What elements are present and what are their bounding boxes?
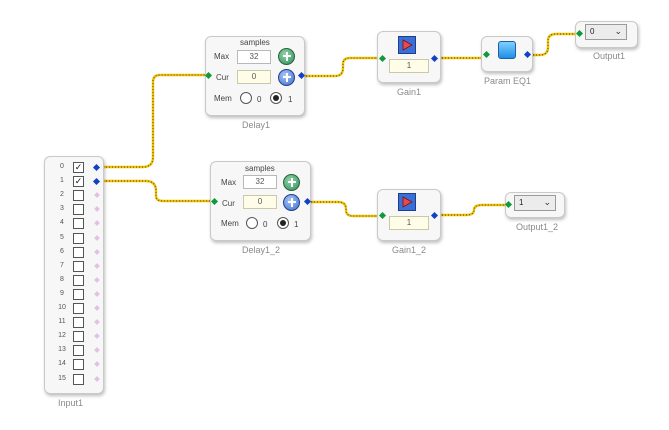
input1-channel-label: 14 xyxy=(58,360,66,368)
input1-channel-checkbox[interactable] xyxy=(73,246,84,258)
delay1_2-header: samples xyxy=(245,164,275,173)
delay1_2-mem-radio-1[interactable] xyxy=(277,217,289,229)
wire-input1-delay1_2 xyxy=(100,179,213,203)
gain1_2-value[interactable]: 1 xyxy=(389,216,429,230)
delay1_2-cur-knob-icon[interactable] xyxy=(283,194,300,211)
delay1-header: samples xyxy=(240,38,270,47)
delay1_2-mem-opt0: 0 xyxy=(263,220,268,229)
wire-input0-delay1 xyxy=(100,73,208,169)
delay1_2-max-knob-icon[interactable] xyxy=(283,174,300,191)
delay1_2-mem-radio-0[interactable] xyxy=(246,217,258,229)
delay1-cur-value[interactable]: 0 xyxy=(237,70,271,84)
input1-channel-label: 11 xyxy=(58,318,66,326)
output1_2-caption: Output1_2 xyxy=(516,222,559,232)
wire-delay1_2-gain1_2 xyxy=(308,200,382,218)
delay1-mem-label: Mem xyxy=(214,94,232,103)
input1-channel-label: 7 xyxy=(60,261,64,269)
equalizer-icon[interactable] xyxy=(498,41,516,59)
input1-channel-label: 6 xyxy=(60,247,64,255)
delay1_2-cur-value[interactable]: 0 xyxy=(243,195,277,209)
input1-channel-label: 8 xyxy=(60,275,64,283)
input1-channel-checkbox[interactable] xyxy=(73,359,84,371)
input1-channel-checkbox[interactable]: ✓ xyxy=(73,176,84,188)
input1-channel-label: 2 xyxy=(60,191,64,199)
gain1_2-caption: Gain1_2 xyxy=(392,245,427,255)
delay1_2-max-label: Max xyxy=(221,178,237,187)
delay1_2-cur-label: Cur xyxy=(222,199,235,208)
output1-value: 0 xyxy=(590,27,595,36)
delay1-mem-opt1: 1 xyxy=(288,95,293,104)
input1-channel-checkbox[interactable] xyxy=(73,317,84,329)
input1-channel-label: 13 xyxy=(58,346,66,354)
param-eq1-caption: Param EQ1 xyxy=(484,76,532,86)
delay1-cur-knob-icon[interactable] xyxy=(278,69,295,86)
gain-triangle-icon[interactable] xyxy=(398,193,416,211)
input1-channel-checkbox[interactable] xyxy=(73,303,84,314)
input1-channel-checkbox[interactable] xyxy=(73,204,84,216)
input1-channel-label: 12 xyxy=(58,332,66,340)
input1-channel-label: 9 xyxy=(60,289,64,297)
delay1-mem-radio-1[interactable] xyxy=(270,92,282,104)
delay1-cur-label: Cur xyxy=(216,73,229,82)
input1-channel-label: 5 xyxy=(60,233,64,241)
input1-channel-checkbox[interactable] xyxy=(73,190,84,202)
gain-triangle-icon[interactable] xyxy=(398,36,416,54)
delay1-max-knob-icon[interactable] xyxy=(278,48,295,65)
input1-channel-checkbox[interactable]: ✓ xyxy=(73,162,84,173)
input1-channel-checkbox[interactable] xyxy=(73,232,84,244)
delay1_2-mem-opt1: 1 xyxy=(294,220,299,229)
output1_2-channel-select[interactable]: 1 ⌄ xyxy=(514,195,556,211)
input1-channel-checkbox[interactable] xyxy=(73,373,84,385)
chevron-down-icon: ⌄ xyxy=(614,26,622,36)
delay1-mem-opt0: 0 xyxy=(257,95,262,104)
delay1-mem-radio-0[interactable] xyxy=(240,92,252,104)
input1-channel-label: 15 xyxy=(58,374,66,382)
delay1_2-max-value[interactable]: 32 xyxy=(243,175,277,189)
input1-channel-checkbox[interactable] xyxy=(73,345,84,357)
delay1-caption: Delay1 xyxy=(242,120,271,130)
output1-caption: Output1 xyxy=(593,51,626,61)
gain1-caption: Gain1 xyxy=(397,87,422,97)
input1-channel-label: 0 xyxy=(60,163,64,170)
input1-channel-checkbox[interactable] xyxy=(73,260,84,272)
delay1_2-mem-label: Mem xyxy=(221,219,239,228)
delay1_2-caption: Delay1_2 xyxy=(242,245,281,255)
input1-channel-checkbox[interactable] xyxy=(73,274,84,286)
input1-channel-checkbox[interactable] xyxy=(73,288,84,300)
input1-channel-label: 4 xyxy=(60,219,64,227)
wire-eq1-output1 xyxy=(530,32,578,57)
input1-caption: Input1 xyxy=(58,398,84,408)
input1-channel-checkbox[interactable] xyxy=(73,331,84,343)
delay1-max-label: Max xyxy=(214,52,230,61)
input1-channel-label: 1 xyxy=(60,177,64,185)
output1-channel-select[interactable]: 0 ⌄ xyxy=(585,24,627,40)
delay1-max-value[interactable]: 32 xyxy=(237,50,271,64)
wire-delay1-gain1 xyxy=(303,56,381,78)
chevron-down-icon: ⌄ xyxy=(543,197,551,207)
input1-channel-label: 3 xyxy=(60,205,64,213)
wire-gain1_2-output1_2 xyxy=(436,203,506,217)
input1-channel-label: 10 xyxy=(58,304,66,311)
input1-channel-checkbox[interactable] xyxy=(73,218,84,230)
output1_2-value: 1 xyxy=(519,198,524,207)
gain1-value[interactable]: 1 xyxy=(389,59,429,73)
